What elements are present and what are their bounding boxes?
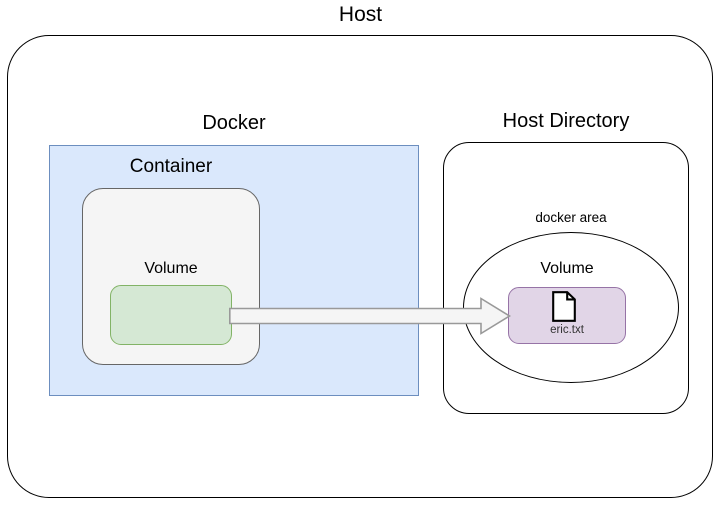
block-arrow-right-icon xyxy=(229,297,511,335)
container-volume-label: Volume xyxy=(144,260,198,277)
docker-area-ellipse xyxy=(463,232,679,383)
file-name-label: eric.txt xyxy=(550,324,584,336)
host-label: Host xyxy=(338,3,383,26)
host-directory-boundary xyxy=(443,142,689,414)
file-document-icon xyxy=(552,291,576,322)
host-boundary xyxy=(7,35,713,498)
container-label: Container xyxy=(129,156,213,177)
docker-label: Docker xyxy=(202,112,266,134)
docker-area-label: docker area xyxy=(535,210,607,225)
host-directory-label: Host Directory xyxy=(502,110,630,132)
host-volume-label: Volume xyxy=(540,260,594,277)
container-volume-box xyxy=(110,285,232,345)
